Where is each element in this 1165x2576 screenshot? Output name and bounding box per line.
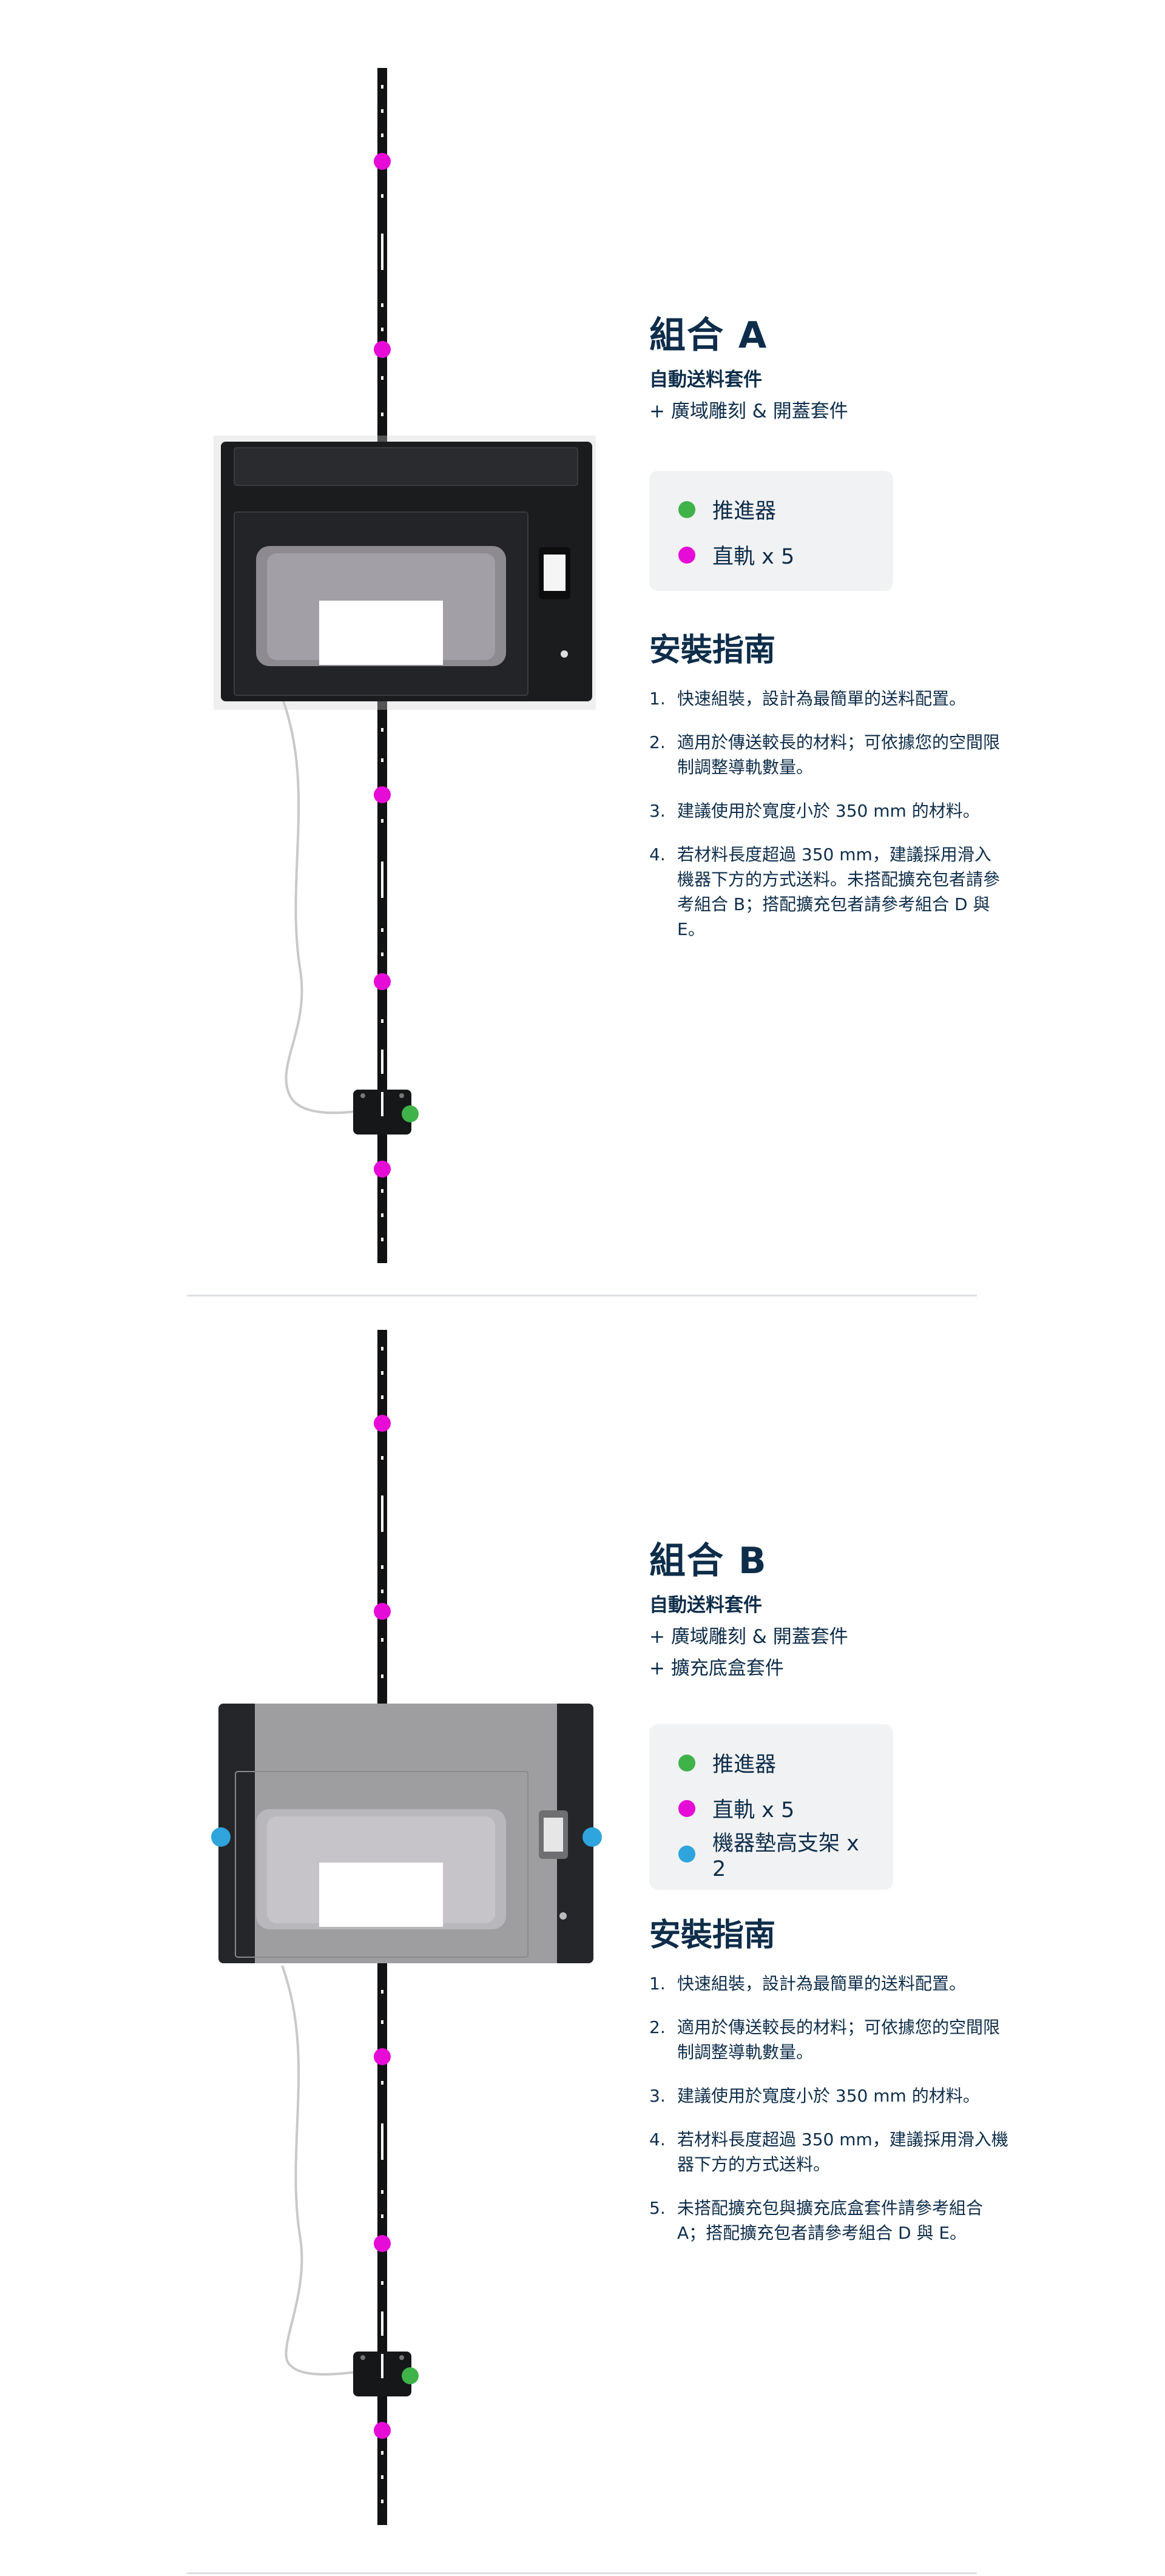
combo-b-section: 組合 B 自動送料套件 + 廣域雕刻 & 開蓋套件 + 擴充底盒套件 推進器 直…	[0, 1298, 1165, 2576]
blue-dot-icon	[678, 1845, 695, 1863]
green-dot-icon	[678, 1754, 695, 1772]
machine-riser-marker	[582, 1827, 602, 1847]
guide-text: 適用於傳送較長的材料；可依據您的空間限制調整導軌數量。	[677, 2017, 1001, 2063]
green-dot-icon	[678, 501, 695, 518]
cable	[281, 1965, 356, 2376]
kit-name: 自動送料套件	[649, 369, 762, 391]
legend-label: 推進器	[712, 1753, 777, 1777]
guide-item: 1. 快速組裝，設計為最簡單的送料配置。	[649, 1971, 1013, 1996]
guide-num: 1.	[649, 689, 666, 709]
guide-item: 4. 若材料長度超過 350 mm，建議採用滑入機器下方的方式送料。	[649, 2127, 1013, 2177]
straight-rail-marker	[374, 786, 391, 803]
guide-item: 4. 若材料長度超過 350 mm，建議採用滑入機器下方的方式送料。未搭配擴充包者…	[649, 842, 1001, 942]
section-divider	[187, 2572, 977, 2574]
guide-num: 2.	[649, 2017, 666, 2038]
legend-label: 機器墊高支架 x 2	[712, 1832, 859, 1881]
pusher-marker	[402, 2367, 419, 2384]
pusher-marker	[402, 1105, 419, 1122]
kit-name: 自動送料套件	[649, 1594, 762, 1616]
legend-panel: 推進器 直軌 x 5	[649, 471, 893, 591]
straight-rail-marker	[374, 1161, 391, 1178]
install-guide: 安裝指南 1. 快速組裝，設計為最簡單的送料配置。 2. 適用於傳送較長的材料；可依…	[649, 633, 1001, 960]
guide-num: 3.	[649, 2086, 666, 2106]
section-divider	[187, 1295, 977, 1296]
combo-b-header: 組合 B 自動送料套件 + 廣域雕刻 & 開蓋套件 + 擴充底盒套件	[649, 1541, 848, 1684]
machine-riser-marker	[211, 1827, 231, 1847]
guide-item: 2. 適用於傳送較長的材料；可依據您的空間限制調整導軌數量。	[649, 2015, 1013, 2065]
straight-rail-marker	[374, 2235, 391, 2252]
guide-num: 1.	[649, 1974, 666, 1994]
laser-machine	[214, 436, 596, 710]
guide-num: 3.	[649, 801, 666, 821]
guide-item: 2. 適用於傳送較長的材料；可依據您的空間限制調整導軌數量。	[649, 730, 1001, 780]
straight-rail-marker	[374, 973, 391, 990]
combo-title: 組合 B	[649, 1540, 768, 1582]
guide-list: 1. 快速組裝，設計為最簡單的送料配置。 2. 適用於傳送較長的材料；可依據您的空間…	[649, 686, 1001, 942]
legend-label: 直軌 x 5	[712, 545, 795, 569]
legend-item-pusher: 推進器	[678, 487, 864, 532]
legend-label: 直軌 x 5	[712, 1798, 795, 1822]
addon-item: + 擴充底盒套件	[649, 1657, 784, 1679]
legend-item-riser: 機器墊高支架 x 2	[678, 1831, 864, 1881]
straight-rail-marker	[374, 2422, 391, 2439]
pusher	[353, 1090, 411, 1135]
guide-num: 4.	[649, 2129, 666, 2150]
addon-item: + 廣域雕刻 & 開蓋套件	[649, 400, 848, 422]
guide-text: 若材料長度超過 350 mm，建議採用滑入機器下方的方式送料。未搭配擴充包者請參…	[677, 845, 1001, 940]
guide-text: 未搭配擴充包與擴充底盒套件請參考組合 A；搭配擴充包者請參考組合 D 與 E。	[677, 2198, 984, 2244]
straight-rail-marker	[374, 341, 391, 358]
install-guide: 安裝指南 1. 快速組裝，設計為最簡單的送料配置。 2. 適用於傳送較長的材料；可依…	[649, 1918, 1013, 2264]
laser-machine-on-riser	[218, 1704, 593, 1963]
guide-text: 快速組裝，設計為最簡單的送料配置。	[677, 689, 967, 709]
guide-title: 安裝指南	[649, 1917, 776, 1954]
guide-text: 快速組裝，設計為最簡單的送料配置。	[677, 1974, 967, 1994]
rail-notches	[381, 1347, 383, 2503]
straight-rail-marker	[374, 153, 391, 170]
combo-a-header: 組合 A 自動送料套件 + 廣域雕刻 & 開蓋套件	[649, 315, 848, 427]
guide-text: 建議使用於寬度小於 350 mm 的材料。	[677, 801, 980, 821]
combo-a-section: 組合 A 自動送料套件 + 廣域雕刻 & 開蓋套件 推進器 直軌 x 5 安裝指…	[187, 68, 1001, 1296]
legend-label: 推進器	[712, 499, 777, 524]
guide-num: 4.	[649, 845, 666, 865]
guide-item: 1. 快速組裝，設計為最簡單的送料配置。	[649, 686, 1001, 711]
magenta-dot-icon	[678, 546, 695, 564]
combo-a-illustration	[214, 68, 596, 1263]
guide-num: 2.	[649, 732, 666, 753]
guide-num: 5.	[649, 2198, 666, 2219]
legend-panel: 推進器 直軌 x 5 機器墊高支架 x 2	[649, 1724, 893, 1890]
straight-rail-marker	[374, 1603, 391, 1620]
cable	[281, 697, 356, 1114]
straight-rail-marker	[374, 1415, 391, 1432]
guide-title: 安裝指南	[649, 632, 776, 669]
combo-title: 組合 A	[649, 314, 768, 357]
guide-item: 3. 建議使用於寬度小於 350 mm 的材料。	[649, 2083, 1013, 2108]
straight-rail-marker	[374, 2048, 391, 2065]
guide-list: 1. 快速組裝，設計為最簡單的送料配置。 2. 適用於傳送較長的材料；可依據您的空間…	[649, 1971, 1013, 2245]
legend-item-rail: 直軌 x 5	[678, 1785, 864, 1831]
addon-item: + 廣域雕刻 & 開蓋套件	[649, 1626, 848, 1648]
combo-b-illustration	[211, 1330, 602, 2525]
guide-text: 若材料長度超過 350 mm，建議採用滑入機器下方的方式送料。	[677, 2129, 1008, 2175]
pusher	[353, 2352, 411, 2396]
rail-notches	[381, 85, 383, 1241]
magenta-dot-icon	[678, 1799, 695, 1817]
guide-item: 5. 未搭配擴充包與擴充底盒套件請參考組合 A；搭配擴充包者請參考組合 D 與 E…	[649, 2196, 1013, 2245]
legend-item-pusher: 推進器	[678, 1740, 864, 1785]
guide-text: 適用於傳送較長的材料；可依據您的空間限制調整導軌數量。	[677, 732, 1001, 778]
guide-item: 3. 建議使用於寬度小於 350 mm 的材料。	[649, 798, 1001, 823]
guide-text: 建議使用於寬度小於 350 mm 的材料。	[677, 2086, 980, 2106]
legend-item-rail: 直軌 x 5	[678, 532, 864, 578]
